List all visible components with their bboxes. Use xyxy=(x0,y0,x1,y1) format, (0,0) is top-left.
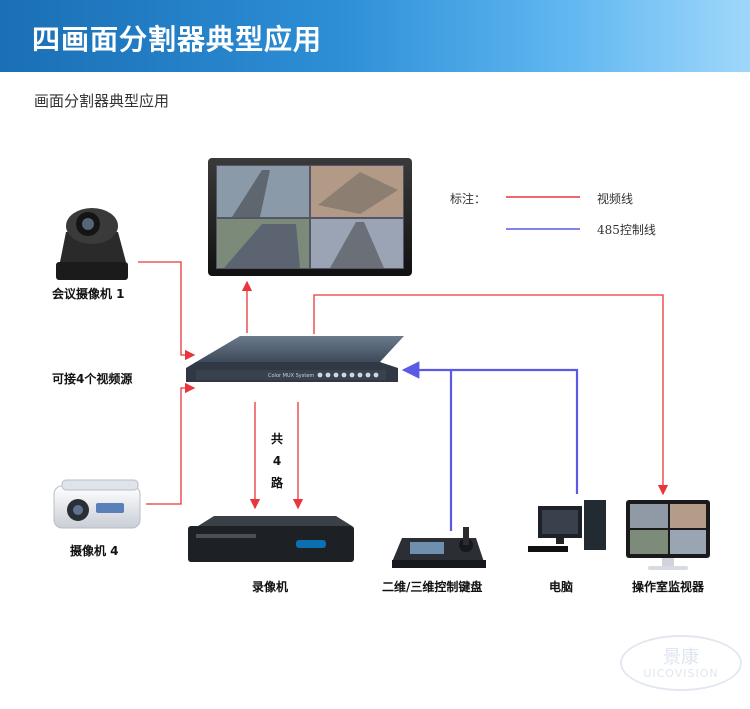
desktop-computer xyxy=(528,500,606,552)
quad-splitter xyxy=(186,336,404,382)
dvr-recorder xyxy=(188,516,354,562)
bullet-camera xyxy=(53,479,141,529)
header-banner: 四画面分割器典型应用 xyxy=(0,0,750,72)
splitter-model-text: Color MUX System xyxy=(268,373,314,379)
label-camera4: 摄像机 4 xyxy=(70,544,119,558)
page-title: 四画面分割器典型应用 xyxy=(32,23,323,56)
video-connections xyxy=(138,261,669,510)
label-recorder: 录像机 xyxy=(252,580,289,594)
room-monitor xyxy=(626,500,710,570)
label-sources: 可接4个视频源 xyxy=(52,372,133,386)
diagram-subtitle: 画面分割器典型应用 xyxy=(34,92,170,110)
label-room-monitor: 操作室监视器 xyxy=(632,580,705,594)
control-connections xyxy=(401,361,579,531)
label-computer: 电脑 xyxy=(549,580,574,594)
watermark-logo: 景康 UICOVISION xyxy=(620,635,742,691)
label-camera1: 会议摄像机 1 xyxy=(52,287,125,301)
main-monitor xyxy=(208,158,412,276)
legend-control-text: 485控制线 xyxy=(597,223,656,237)
legend-video-text: 视频线 xyxy=(597,192,634,206)
legend-label: 标注： xyxy=(450,192,487,206)
ptz-keyboard xyxy=(392,527,486,568)
label-keyboard: 二维/三维控制键盘 xyxy=(382,580,483,594)
conference-camera xyxy=(56,208,128,280)
route-count-label: 共 4 路 xyxy=(270,432,283,490)
